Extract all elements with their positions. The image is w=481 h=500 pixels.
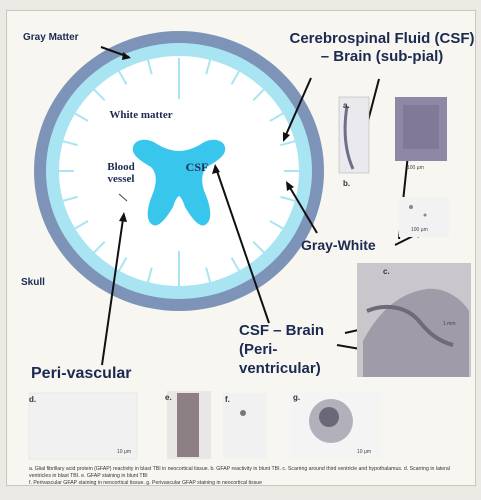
label-gray-matter: Gray Matter (23, 32, 79, 43)
panel-letter-b: b. (343, 179, 350, 188)
panel-letter-d: d. (29, 395, 36, 404)
label-gray-white: Gray-White (301, 237, 376, 253)
label-blood-vessel: Blood vessel (99, 161, 143, 185)
micrograph-c-cell2 (424, 214, 427, 217)
scale-bar-3: 1 mm (443, 321, 456, 327)
micrograph-f-vessel (177, 393, 199, 457)
scale-bar-5: 10 µm (357, 449, 371, 455)
micrograph-f2-cell (240, 410, 246, 416)
scale-bar-4: 10 µm (117, 449, 131, 455)
scale-bar-1: 100 µm (407, 165, 424, 171)
caption-line-2: f. Perivascular GFAP staining in neocort… (29, 480, 469, 487)
label-csf-brain-subpial: Cerebrospinal Fluid (CSF) – Brain (sub-p… (289, 30, 475, 66)
panel-letter-a: a. (343, 101, 350, 110)
label-white-matter: White matter (105, 109, 177, 121)
panel-letter-f: f. (225, 395, 230, 404)
label-csf-brain-periventricular: CSF – Brain (Peri-ventricular) (239, 321, 357, 378)
panel-letter-g: g. (293, 393, 300, 402)
micrograph-c-cell (409, 205, 413, 209)
label-csf-inner: CSF (177, 161, 217, 173)
panel-letter-c: c. (383, 267, 390, 276)
micrograph-b-texture (403, 105, 439, 149)
panel-letter-e: e. (165, 393, 172, 402)
label-peri-vascular: Peri-vascular (31, 365, 132, 383)
figure-panel: Gray Matter Cerebrospinal Fluid (CSF) – … (6, 10, 476, 486)
brain-diagram (7, 11, 475, 485)
micrograph-g-core (319, 407, 339, 427)
label-skull: Skull (21, 277, 45, 288)
caption-line-1: a. Glial fibrillary acid protein (GFAP) … (29, 466, 469, 480)
figure-caption: a. Glial fibrillary acid protein (GFAP) … (29, 466, 469, 487)
scale-bar-2: 100 µm (411, 227, 428, 233)
